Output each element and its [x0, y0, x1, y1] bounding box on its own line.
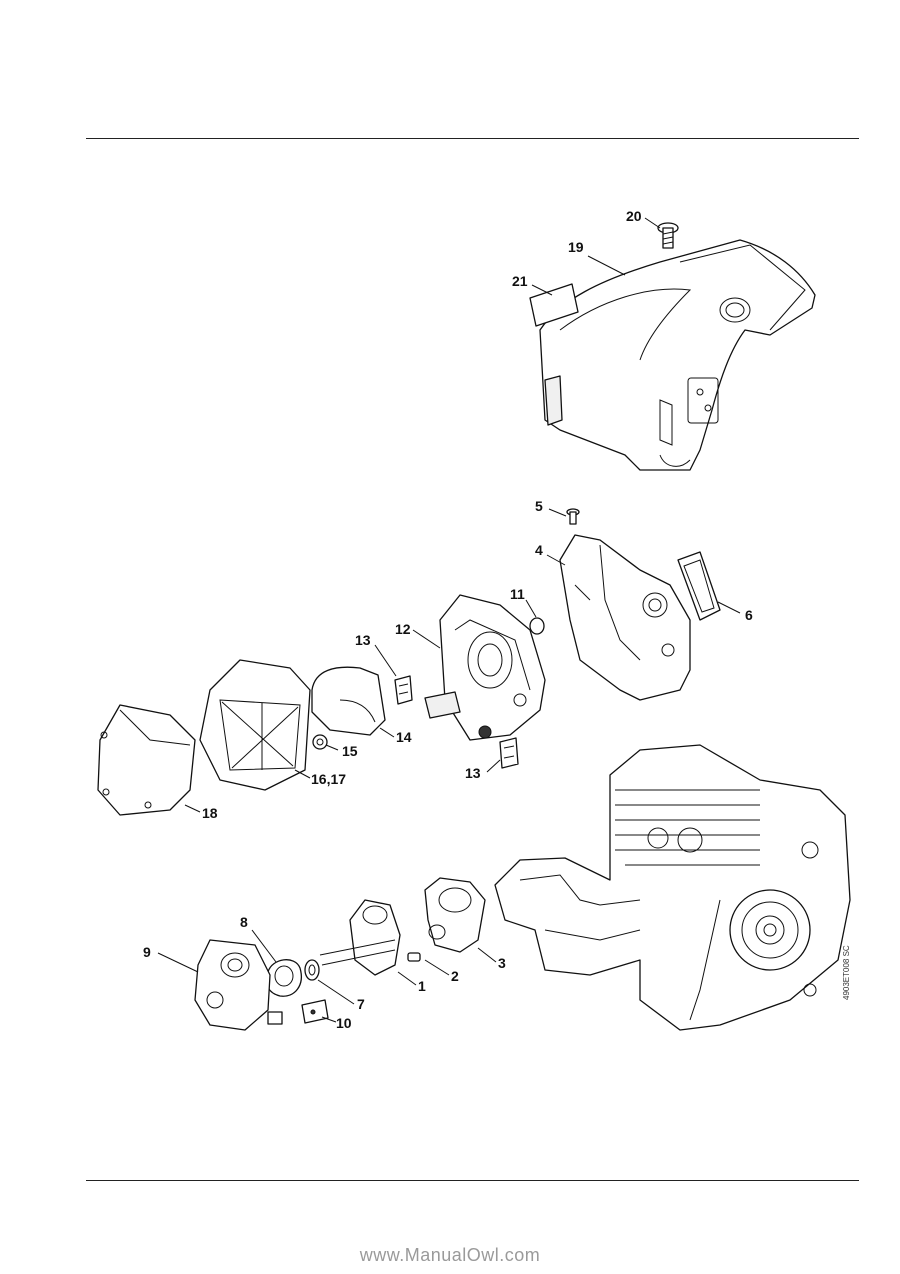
callout-2: 2	[451, 968, 459, 984]
callout-3: 3	[498, 955, 506, 971]
callout-15: 15	[342, 743, 358, 759]
part-filter-plate	[677, 551, 721, 621]
callout-20: 20	[626, 208, 642, 224]
part-crankcase	[494, 744, 851, 1031]
part-manifold	[424, 877, 486, 953]
part-label	[529, 283, 579, 327]
part-carburetor	[194, 939, 283, 1031]
reference-code: 4903ET008 SC	[842, 945, 851, 1000]
callout-labels: 1 2 3 4 5 6 7 8 9 10 11 12 13 13 14 15 1…	[143, 208, 753, 1031]
leader-lines	[157, 217, 741, 1023]
part-washer	[304, 959, 320, 981]
part-ring	[529, 617, 545, 635]
part-carburetor-box	[439, 594, 546, 741]
part-flange	[319, 899, 401, 976]
callout-12: 12	[395, 621, 411, 637]
part-cover	[559, 534, 691, 701]
part-air-filter	[199, 659, 311, 791]
header-rule	[86, 138, 859, 139]
callout-19: 19	[568, 239, 584, 255]
part-shroud	[539, 239, 816, 471]
callout-13-upper: 13	[355, 632, 371, 648]
part-gasket	[265, 959, 302, 997]
part-filter-cover	[97, 704, 196, 816]
callout-14: 14	[396, 729, 412, 745]
callout-18: 18	[202, 805, 218, 821]
callout-7: 7	[357, 996, 365, 1012]
callout-9: 9	[143, 944, 151, 960]
callout-11: 11	[510, 586, 525, 602]
callout-4: 4	[535, 542, 543, 558]
footer-rule	[86, 1180, 859, 1181]
part-grommet-lower	[499, 737, 519, 769]
callout-6: 6	[745, 607, 753, 623]
callout-8: 8	[240, 914, 248, 930]
callout-16-17: 16,17	[311, 771, 346, 787]
watermark: www.ManualOwl.com	[359, 1245, 541, 1265]
part-baffle	[311, 666, 386, 736]
part-bracket	[301, 999, 329, 1024]
part-grommet-upper	[394, 675, 413, 705]
callout-13-lower: 13	[465, 765, 481, 781]
part-screw-top	[657, 222, 679, 249]
callout-10: 10	[336, 1015, 352, 1031]
part-screw-small	[407, 952, 421, 962]
callout-5: 5	[535, 498, 543, 514]
callout-1: 1	[418, 978, 426, 994]
callout-21: 21	[512, 273, 528, 289]
part-screw-cover	[566, 508, 580, 525]
part-switch	[424, 691, 492, 739]
part-nut	[312, 734, 328, 750]
